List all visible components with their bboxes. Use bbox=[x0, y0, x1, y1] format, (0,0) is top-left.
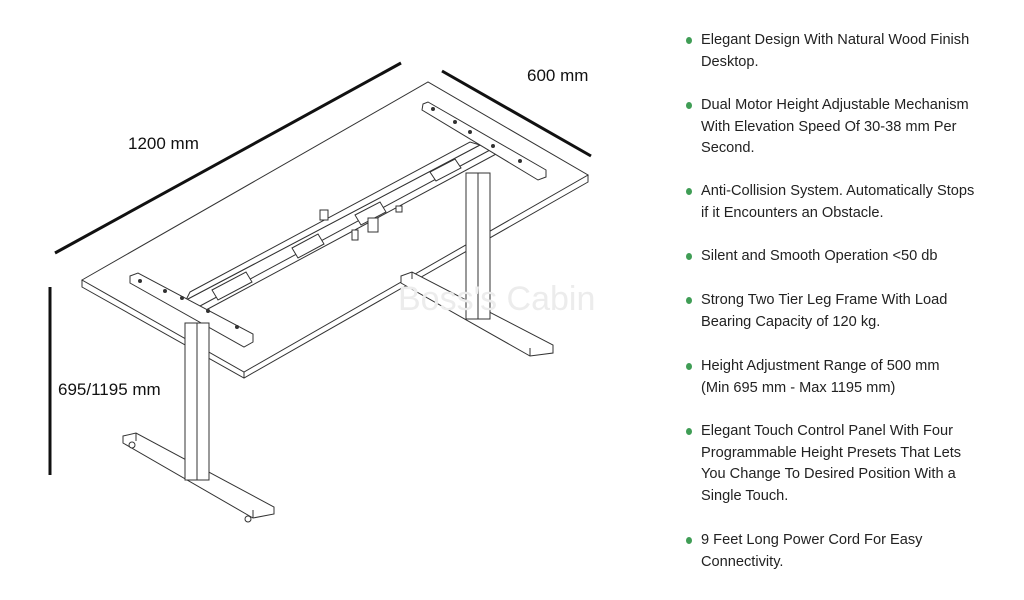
right-leg bbox=[400, 172, 554, 357]
feature-text: Silent and Smooth Operation <50 db bbox=[701, 246, 938, 268]
feature-line: With Elevation Speed Of 30-38 mm Per bbox=[701, 118, 957, 135]
feature-text: Anti-Collision System. Automatically Sto… bbox=[701, 181, 974, 224]
bullet-dot-icon bbox=[686, 537, 692, 544]
feature-line: Programmable Height Presets That Lets bbox=[701, 444, 962, 461]
bullet-dot-icon bbox=[686, 297, 692, 304]
feature-line: Height Adjustment Range of 500 mm bbox=[701, 358, 940, 374]
feature-line: Dual Motor Height Adjustable Mechanism bbox=[701, 97, 969, 113]
back-bracket bbox=[421, 101, 547, 181]
feature-line: Silent and Smooth Operation <50 db bbox=[701, 248, 938, 264]
feature-line: Strong Two Tier Leg Frame With Load bbox=[701, 292, 948, 308]
front-bracket bbox=[129, 272, 254, 348]
feature-line: Anti-Collision System. Automatically Sto… bbox=[701, 183, 975, 199]
feature-line: You Change To Desired Position With a bbox=[701, 466, 956, 483]
bullet-dot-icon bbox=[686, 37, 692, 44]
feature-line: Bearing Capacity of 120 kg. bbox=[701, 313, 881, 330]
width-dimension-label: 1200 mm bbox=[128, 134, 199, 153]
bullet-dot-icon bbox=[686, 428, 692, 435]
bullet-dot-icon bbox=[686, 363, 692, 370]
bullet-dot-icon bbox=[686, 102, 692, 109]
feature-line: Elegant Touch Control Panel With Four bbox=[701, 423, 954, 439]
depth-dimension-line bbox=[441, 69, 592, 158]
bullet-dot-icon bbox=[686, 253, 692, 260]
feature-text: Height Adjustment Range of 500 mm (Min 69… bbox=[701, 356, 940, 399]
height-dimension-label: 695/1195 mm bbox=[58, 380, 161, 399]
feature-line: 9 Feet Long Power Cord For Easy bbox=[701, 532, 923, 548]
crossbar-frame bbox=[184, 141, 500, 311]
feature-line: Elegant Design With Natural Wood Finish bbox=[701, 32, 970, 48]
depth-dimension-label: 600 mm bbox=[527, 66, 589, 85]
feature-line: (Min 695 mm - Max 1195 mm) bbox=[701, 379, 896, 396]
feature-line: Desktop. bbox=[701, 53, 759, 70]
left-leg bbox=[122, 322, 275, 523]
feature-line: Connectivity. bbox=[701, 553, 784, 570]
feature-line: Single Touch. bbox=[701, 488, 789, 505]
width-dimension-line bbox=[54, 61, 402, 255]
feature-line: if it Encounters an Obstacle. bbox=[701, 204, 884, 221]
bullet-dot-icon bbox=[686, 188, 692, 195]
feature-line: Second. bbox=[701, 140, 755, 157]
watermark: Boss's Cabin bbox=[398, 280, 596, 318]
